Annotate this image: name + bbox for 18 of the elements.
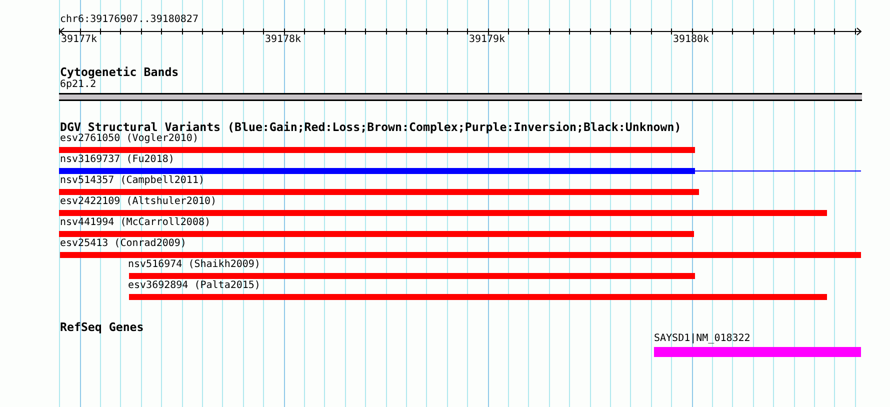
- variant-name: nsv3169737 (Fu2018): [60, 154, 174, 166]
- tick-label: 39177k: [60, 34, 98, 46]
- variant-name: nsv516974 (Shaikh2009): [128, 259, 260, 271]
- gene-name: SAYSD1|NM_018322: [654, 333, 750, 345]
- variant-name: nsv514357 (Campbell2011): [60, 175, 204, 187]
- region-position-label: chr6:39176907..39180827: [60, 14, 198, 26]
- variant-name: esv2422109 (Altshuler2010): [60, 196, 217, 208]
- variant-name: esv25413 (Conrad2009): [60, 238, 186, 250]
- track-title: RefSeq Genes: [60, 321, 144, 334]
- tick-label: 39180k: [672, 34, 710, 46]
- band-name: 6p21.2: [60, 79, 96, 91]
- tick-label: 39179k: [468, 34, 506, 46]
- track-title: Cytogenetic Bands: [60, 66, 179, 79]
- variant-name: esv2761050 (Vogler2010): [60, 133, 198, 145]
- track-title: DGV Structural Variants (Blue:Gain;Red:Loss;Brown:Complex;Purple:Inversion;Black:Unknown): [60, 121, 682, 134]
- tick-label: 39178k: [264, 34, 302, 46]
- variant-name: nsv441994 (McCarroll2008): [60, 217, 211, 229]
- variant-name: esv3692894 (Palta2015): [128, 280, 260, 292]
